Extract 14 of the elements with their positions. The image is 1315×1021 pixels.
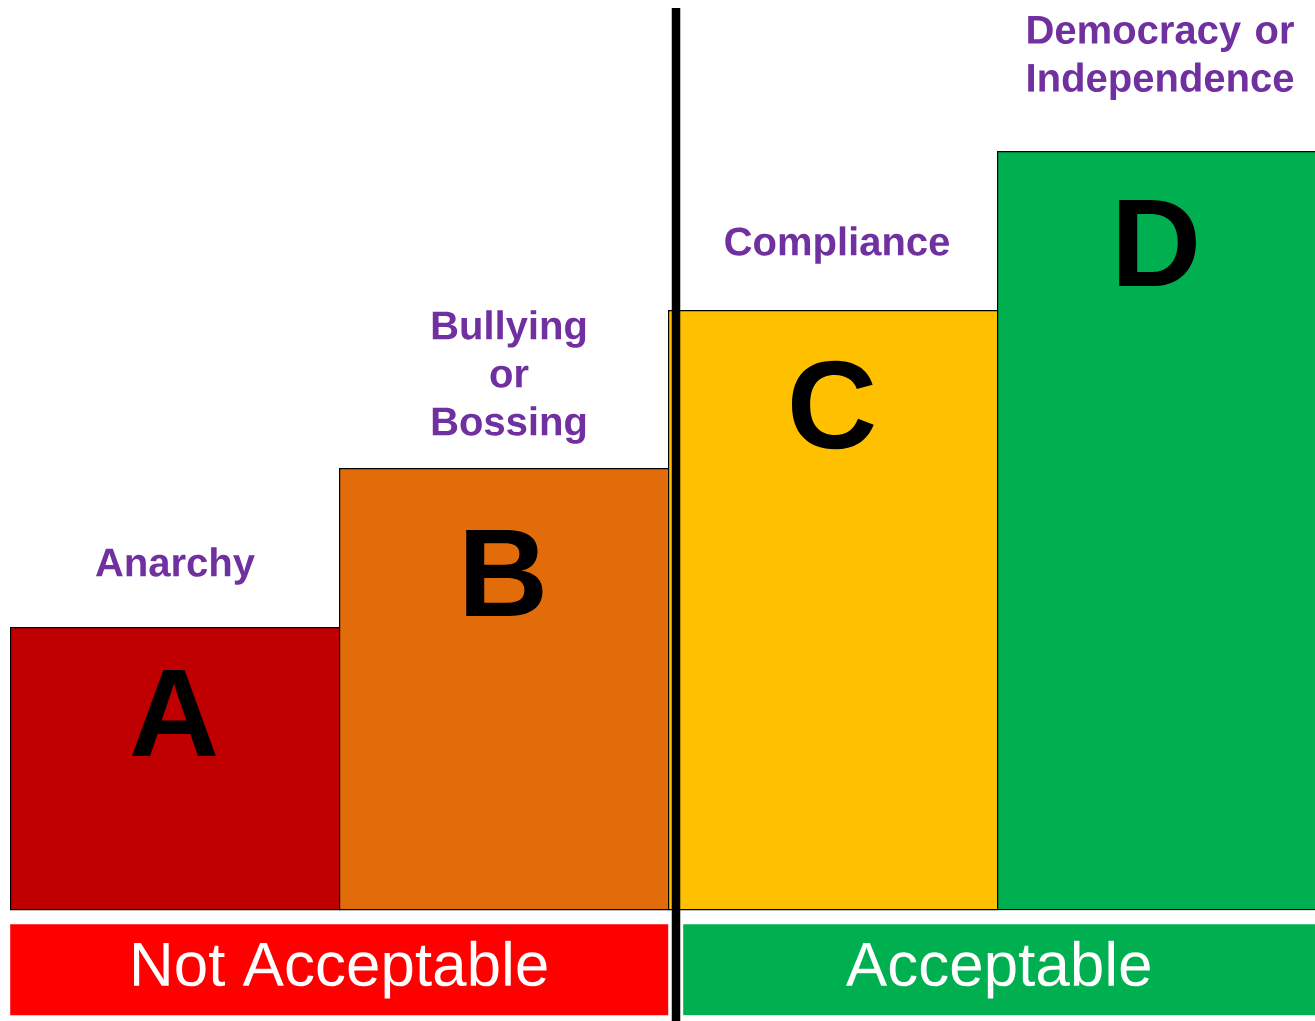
bar-heading: Democracy or Independence — [1028, 16, 1294, 100]
bar-heading: Bullying or Bossing — [432, 310, 586, 444]
verdict-band: Not Acceptable — [10, 924, 669, 1016]
bar-heading: Anarchy — [96, 547, 255, 585]
bar — [10, 627, 341, 911]
bar-heading: Compliance — [725, 226, 949, 264]
bar-letter: C — [792, 360, 874, 450]
bar-letter: B — [466, 530, 543, 616]
bar — [339, 468, 670, 911]
bar — [668, 310, 999, 911]
bar — [997, 151, 1315, 911]
bar-letter: A — [131, 670, 216, 756]
verdict-band: Acceptable — [683, 924, 1315, 1016]
bar-letter: D — [1119, 200, 1196, 286]
